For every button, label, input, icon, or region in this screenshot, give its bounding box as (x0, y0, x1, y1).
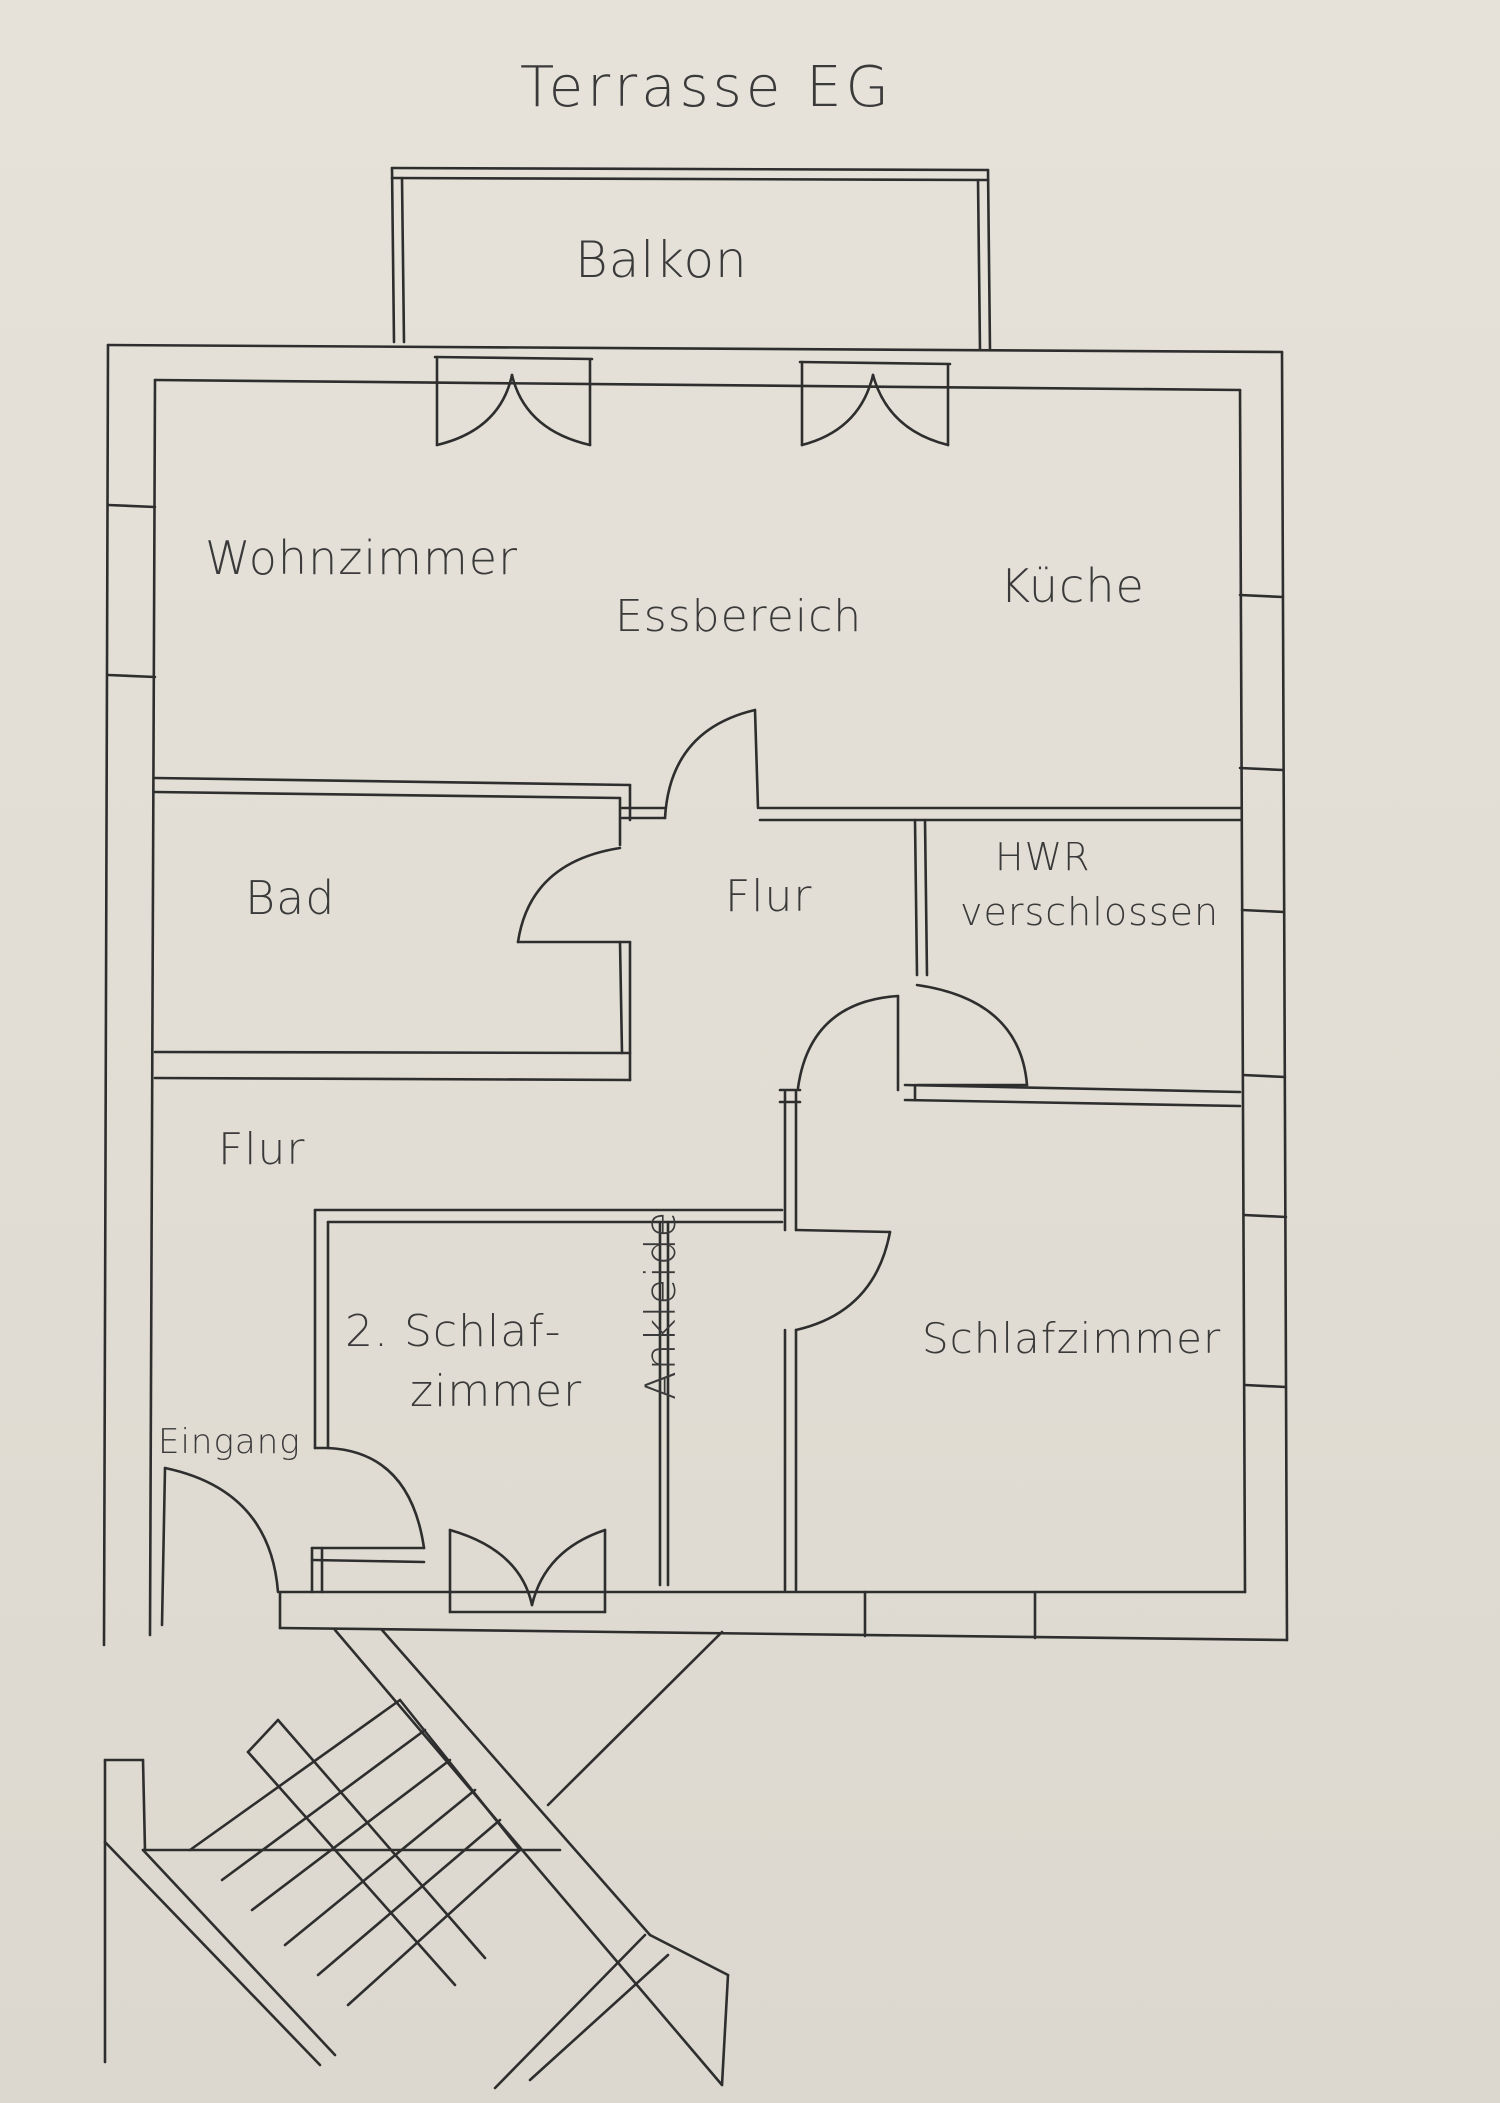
label-hwr: HWR (995, 835, 1091, 879)
label-essbereich: Essbereich (615, 591, 863, 642)
label-flur-upper: Flur (725, 871, 813, 922)
bathroom-walls (153, 940, 632, 1082)
door-hwr (915, 983, 1029, 1087)
label-kueche: Küche (1000, 559, 1145, 613)
window-second-bedroom (448, 1528, 607, 1614)
label-second-bedroom-line2: zimmer (410, 1366, 583, 1417)
window-markers (106, 503, 1288, 1640)
label-balkon: Balkon (575, 231, 748, 289)
label-ankleide: Ankleide (636, 1210, 685, 1400)
door-bathroom (516, 846, 632, 944)
label-schlafzimmer: Schlafzimmer (922, 1314, 1222, 1363)
label-bad: Bad (245, 871, 336, 925)
door-second-bedroom (310, 1446, 426, 1594)
bedroom-door-upper (778, 994, 900, 1104)
door-ankleide (794, 1228, 892, 1332)
balcony-door-left (433, 355, 594, 447)
balcony-door-right (798, 360, 952, 447)
label-hwr-status: verschlossen (960, 890, 1220, 934)
living-area-wall (153, 776, 1242, 847)
label-flur-lower: Flur (218, 1124, 306, 1175)
label-eingang: Eingang (158, 1422, 301, 1462)
label-wohnzimmer: Wohnzimmer (205, 531, 518, 585)
second-bedroom-walls (313, 1208, 784, 1450)
exterior-staircase (103, 1628, 730, 2090)
balcony-walls (390, 166, 992, 352)
door-living-flur (663, 708, 760, 820)
label-second-bedroom-line1: 2. Schlaf- (345, 1306, 562, 1357)
entrance-door (160, 1466, 280, 1627)
plan-title: Terrasse EG (520, 55, 893, 120)
outer-walls (102, 343, 1289, 1647)
ankleide-walls (658, 1090, 798, 1592)
